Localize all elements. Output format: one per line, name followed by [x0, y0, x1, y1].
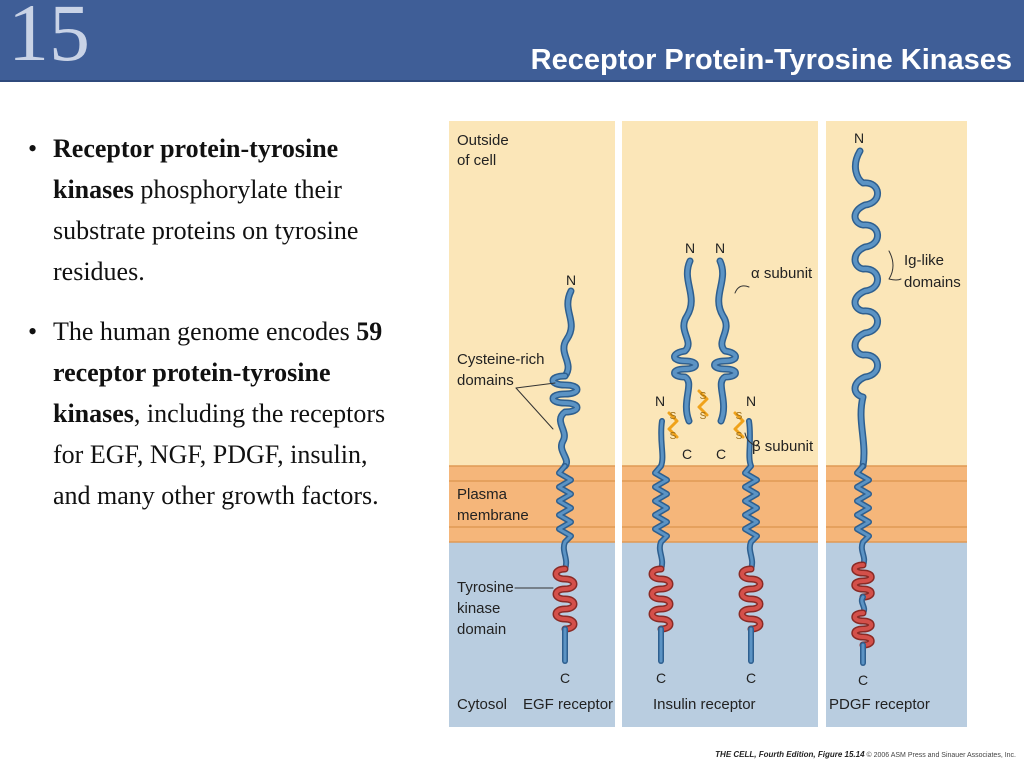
disulfide-center-s-bottom: S [700, 411, 707, 422]
credit-figure: Figure 15.14 [815, 750, 865, 759]
pdgf-c-terminus: C [858, 672, 868, 688]
pdgf-extracellular-region [826, 121, 967, 466]
disulfide-center-s-top: S [700, 391, 707, 402]
egf-n-terminus: N [566, 272, 576, 288]
ig-label-line1: Ig-like [904, 252, 944, 269]
bullet-2-bold: 59 receptor protein-tyrosine kinases [53, 317, 383, 428]
disulfide-right-s-bottom: S [736, 431, 743, 442]
bullet-2-text-b: , including the receptors for EGF, NGF, … [53, 399, 386, 510]
bullet-item-2: The human genome encodes 59 receptor pro… [24, 311, 404, 516]
egf-caption: EGF receptor [523, 696, 613, 713]
egf-extracellular-region [449, 121, 615, 466]
disulfide-bond-center [697, 389, 709, 417]
bullet-item-1: Receptor protein-tyrosine kinases phosph… [24, 128, 404, 292]
slide-title: Receptor Protein-Tyrosine Kinases [530, 44, 1012, 76]
chapter-number: 15 [8, 0, 90, 78]
pdgf-membrane-region [826, 466, 967, 542]
egf-receptor-chain [549, 287, 581, 664]
insulin-caption: Insulin receptor [653, 696, 756, 713]
tk-label-line3: domain [457, 621, 506, 638]
credit-book: THE CELL, Fourth Edition, [715, 750, 816, 759]
bullet-1-bold: Receptor protein-tyrosine kinases [53, 134, 339, 204]
egf-membrane-region [449, 466, 615, 542]
plasma-label-line2: membrane [457, 507, 529, 524]
tk-label-line1: Tyrosine [457, 579, 514, 596]
bullet-2-text-a: The human genome encodes [53, 317, 357, 346]
egf-cytosol-region [449, 542, 615, 727]
ig-label-line2: domains [904, 274, 961, 291]
figure-credit: THE CELL, Fourth Edition, Figure 15.14 ©… [715, 750, 1016, 759]
credit-copyright: © 2006 ASM Press and Sinauer Associates,… [864, 752, 1016, 759]
pdgf-cytosol-region [826, 542, 967, 727]
insulin-alpha-chain-right [711, 257, 739, 425]
disulfide-bond-left [667, 411, 679, 439]
chains [514, 147, 902, 666]
disulfide-bond-right [733, 411, 745, 439]
bullet-1-text: phosphorylate their substrate proteins o… [53, 175, 359, 286]
beta-subunit-label: β subunit [752, 438, 814, 455]
cysteine-label-line2: domains [457, 372, 514, 389]
pdgf-receptor-chain [851, 147, 881, 666]
cysteine-label-line1: Cysteine-rich [457, 351, 545, 368]
egf-c-terminus: C [560, 670, 570, 686]
insulin-beta-chain-right [738, 418, 764, 664]
slide-header: 15 Receptor Protein-Tyrosine Kinases [0, 0, 1024, 82]
receptor-figure: Outside of cell Cysteine-rich domains Pl… [449, 121, 967, 727]
insulin-beta-right-c: C [746, 670, 756, 686]
bullet-list: Receptor protein-tyrosine kinases phosph… [24, 128, 404, 535]
disulfide-bonds [667, 389, 745, 439]
plasma-label-line1: Plasma [457, 486, 508, 503]
insulin-alpha-left-n: N [685, 240, 695, 256]
tk-label-line2: kinase [457, 600, 500, 617]
insulin-beta-chain-left [648, 418, 674, 664]
membrane-lines [449, 465, 967, 543]
outside-label-line2: of cell [457, 152, 496, 169]
outside-label-line1: Outside [457, 132, 509, 149]
insulin-beta-left-c: C [656, 670, 666, 686]
insulin-alpha-left-c: C [682, 446, 692, 462]
cytosol-label: Cytosol [457, 696, 507, 713]
disulfide-left-s-top: S [670, 411, 677, 422]
insulin-alpha-right-n: N [715, 240, 725, 256]
leader-lines [514, 250, 902, 589]
insulin-beta-right-n: N [746, 393, 756, 409]
pdgf-caption: PDGF receptor [829, 696, 930, 713]
insulin-alpha-chain-left [671, 257, 699, 425]
alpha-subunit-label: α subunit [751, 265, 813, 282]
disulfide-right-s-top: S [736, 411, 743, 422]
disulfide-left-s-bottom: S [670, 431, 677, 442]
pdgf-n-terminus: N [854, 130, 864, 146]
insulin-beta-left-n: N [655, 393, 665, 409]
insulin-alpha-right-c: C [716, 446, 726, 462]
insulin-membrane-region [622, 466, 818, 542]
receptor-diagram: Outside of cell Cysteine-rich domains Pl… [449, 121, 967, 727]
